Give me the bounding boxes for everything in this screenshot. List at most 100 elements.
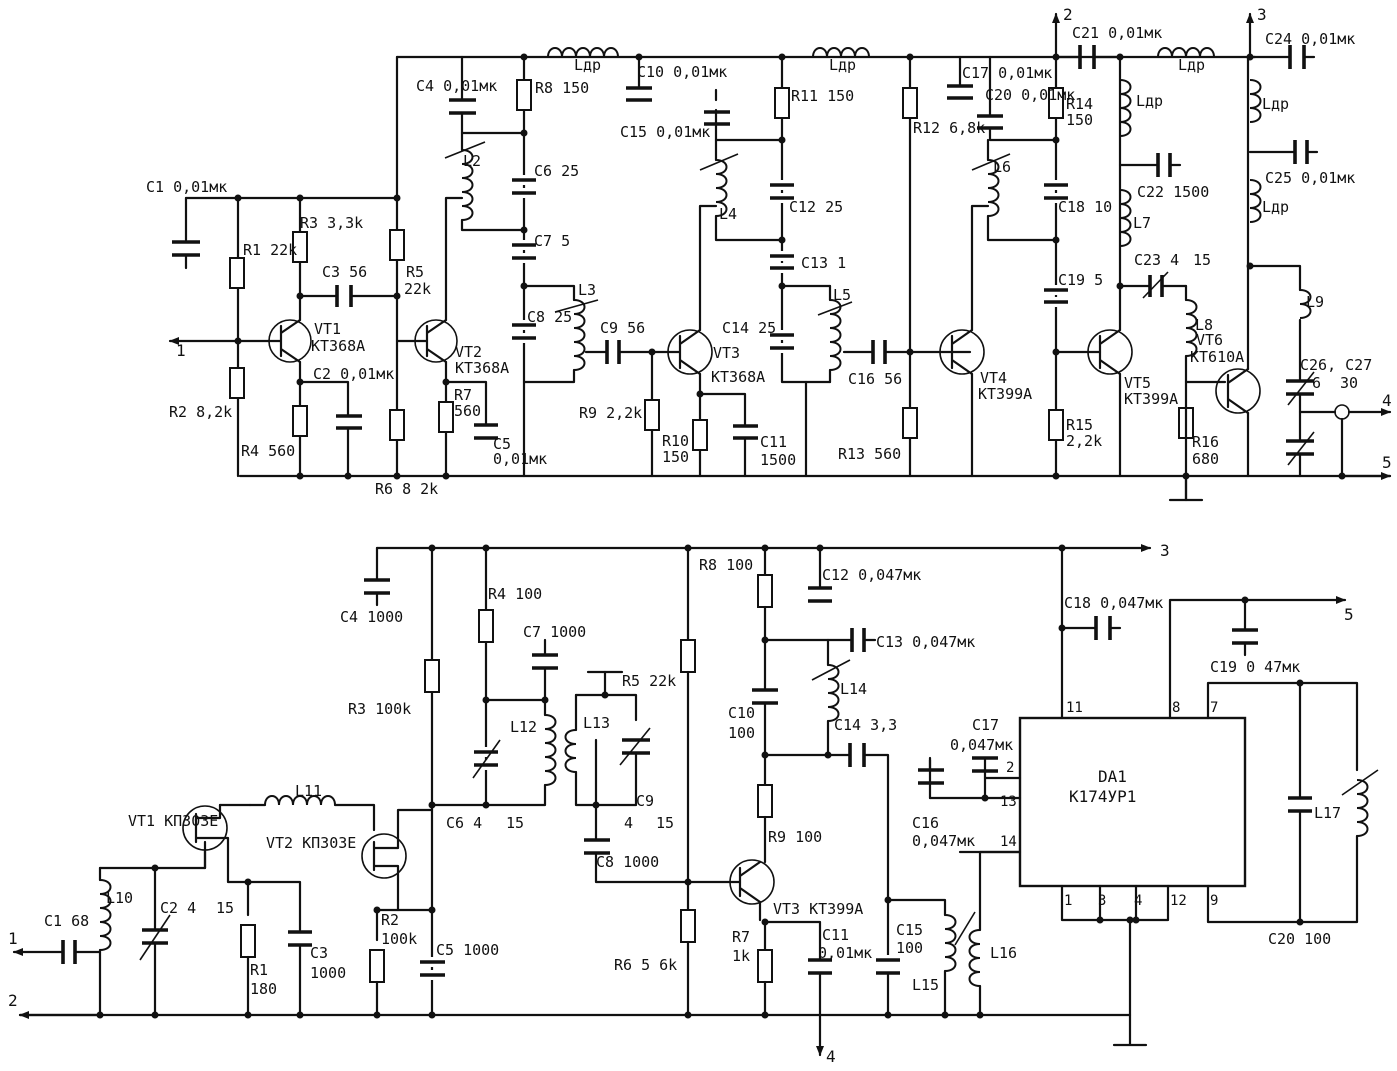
label-VT3-type: КТ368А xyxy=(711,368,765,386)
label-VT4: VT4 xyxy=(980,369,1007,387)
label-C1: C1 0,01мк xyxy=(146,178,227,196)
terminal-b-1: 1 xyxy=(8,929,18,948)
label-L4: L4 xyxy=(719,205,737,223)
label-R16-value: 680 xyxy=(1192,450,1219,468)
label-b-L12: L12 xyxy=(510,718,537,736)
label-b-R2-value: 100k xyxy=(381,930,417,948)
bottom-schematic-converter: C1 68 L10 C2 4 15 VT1 КП303Е VT2 КП303Е … xyxy=(8,541,1379,1066)
label-b-L17: L17 xyxy=(1314,804,1341,822)
label-b-C2: C2 4 xyxy=(160,899,196,917)
terminal-b-2: 2 xyxy=(8,991,18,1010)
pin-7: 7 xyxy=(1210,700,1218,716)
label-C6: C6 25 xyxy=(534,162,579,180)
label-C7: C7 5 xyxy=(534,232,570,250)
label-b-C18: C18 0,047мк xyxy=(1064,594,1163,612)
label-b-R7: R7 xyxy=(732,928,750,946)
label-b-R6: R6 5 6k xyxy=(614,956,677,974)
top-schematic-uhf-amplifier: C1 0,01мк R1 22k R2 8,2k R3 3,3k R4 560 … xyxy=(146,5,1392,502)
label-b-C3: C3 xyxy=(310,944,328,962)
label-C19: C19 5 xyxy=(1058,271,1103,289)
label-C23-value: 15 xyxy=(1193,251,1211,269)
label-b-R2: R2 xyxy=(381,911,399,929)
label-R5: R5 xyxy=(406,263,424,281)
label-b-VT2: VT2 КП303Е xyxy=(266,834,356,852)
label-b-C13: C13 0,047мк xyxy=(876,633,975,651)
label-L5: L5 xyxy=(833,286,851,304)
label-b-L14: L14 xyxy=(840,680,867,698)
label-b-C16-value: 0,047мк xyxy=(912,832,975,850)
label-b-C2-value: 15 xyxy=(216,899,234,917)
label-R15-value: 2,2k xyxy=(1066,432,1102,450)
label-b-C6-value: 15 xyxy=(506,814,524,832)
label-b-C8: C8 1000 xyxy=(596,853,659,871)
label-b-C5: C5 1000 xyxy=(436,941,499,959)
label-C11-value: 1500 xyxy=(760,451,796,469)
label-L8: L8 xyxy=(1195,316,1213,334)
label-b-L13: L13 xyxy=(583,714,610,732)
label-C8: C8 25 xyxy=(527,308,572,326)
label-C2: C2 0,01мк xyxy=(313,365,394,383)
label-R14-value: 150 xyxy=(1066,111,1093,129)
label-DA1: DA1 xyxy=(1098,767,1127,786)
label-C26-C27: C26, C27 xyxy=(1300,356,1372,374)
label-Ldr-5: Lдр xyxy=(1262,95,1289,113)
pin-4: 4 xyxy=(1134,893,1142,909)
label-Ldr-4: Lдр xyxy=(1136,92,1163,110)
label-b-C15-value: 100 xyxy=(896,939,923,957)
terminal-b-4: 4 xyxy=(826,1047,836,1066)
label-C26-value: 6 xyxy=(1312,374,1321,392)
label-L7: L7 xyxy=(1133,214,1151,232)
label-C5: C5 xyxy=(493,435,511,453)
label-VT5: VT5 xyxy=(1124,374,1151,392)
label-C27-value: 30 xyxy=(1340,374,1358,392)
label-Ldr-1: Lдр xyxy=(574,56,601,74)
label-C24: C24 0,01мк xyxy=(1265,30,1355,48)
label-b-C11-value: 0,01мк xyxy=(818,944,872,962)
label-b-C20: C20 100 xyxy=(1268,930,1331,948)
label-R15: R15 xyxy=(1066,416,1093,434)
label-b-C17: C17 xyxy=(972,716,999,734)
label-b-C10: C10 xyxy=(728,704,755,722)
label-b-R1: R1 xyxy=(250,961,268,979)
label-R4: R4 560 xyxy=(241,442,295,460)
label-VT2: VT2 xyxy=(455,343,482,361)
label-C25: C25 0,01мк xyxy=(1265,169,1355,187)
terminal-b-3: 3 xyxy=(1160,541,1170,560)
label-VT4-type: КТ399А xyxy=(978,385,1032,403)
label-b-C9-min: 4 xyxy=(624,814,633,832)
pin-9: 9 xyxy=(1210,893,1218,909)
pin-11: 11 xyxy=(1066,700,1083,716)
label-C3: C3 56 xyxy=(322,263,367,281)
pin-12: 12 xyxy=(1170,893,1187,909)
label-C14: C14 25 xyxy=(722,319,776,337)
label-R5-value: 22k xyxy=(404,280,431,298)
label-C9: C9 56 xyxy=(600,319,645,337)
label-b-C14: C14 3,3 xyxy=(834,716,897,734)
label-R6: R6 8 2k xyxy=(375,480,438,498)
label-Ldr-2: Lдр xyxy=(829,56,856,74)
label-C13: C13 1 xyxy=(801,254,846,272)
label-VT1-type: КТ368А xyxy=(311,337,365,355)
label-C11: C11 xyxy=(760,433,787,451)
label-b-C1: C1 68 xyxy=(44,912,89,930)
label-C15: C15 0,01мк xyxy=(620,123,710,141)
label-b-R8: R8 100 xyxy=(699,556,753,574)
label-b-C6: C6 4 xyxy=(446,814,482,832)
label-C17: C17 0,01мк xyxy=(962,64,1052,82)
label-b-C4: C4 1000 xyxy=(340,608,403,626)
label-VT1: VT1 xyxy=(314,320,341,338)
label-R10: R10 xyxy=(662,432,689,450)
label-b-C9: C9 xyxy=(636,792,654,810)
label-L9: L9 xyxy=(1306,293,1324,311)
label-b-C9-max: 15 xyxy=(656,814,674,832)
label-C16: C16 56 xyxy=(848,370,902,388)
label-R13: R13 560 xyxy=(838,445,901,463)
label-R16: R16 xyxy=(1192,433,1219,451)
label-C20: C20 0,01мк xyxy=(985,86,1075,104)
label-R3: R3 3,3k xyxy=(300,214,363,232)
pin-8: 8 xyxy=(1172,700,1180,716)
label-b-VT3: VT3 КТ399А xyxy=(773,900,863,918)
label-R7-value: 560 xyxy=(454,402,481,420)
ic-DA1 xyxy=(1018,716,1247,888)
label-b-R3: R3 100k xyxy=(348,700,411,718)
